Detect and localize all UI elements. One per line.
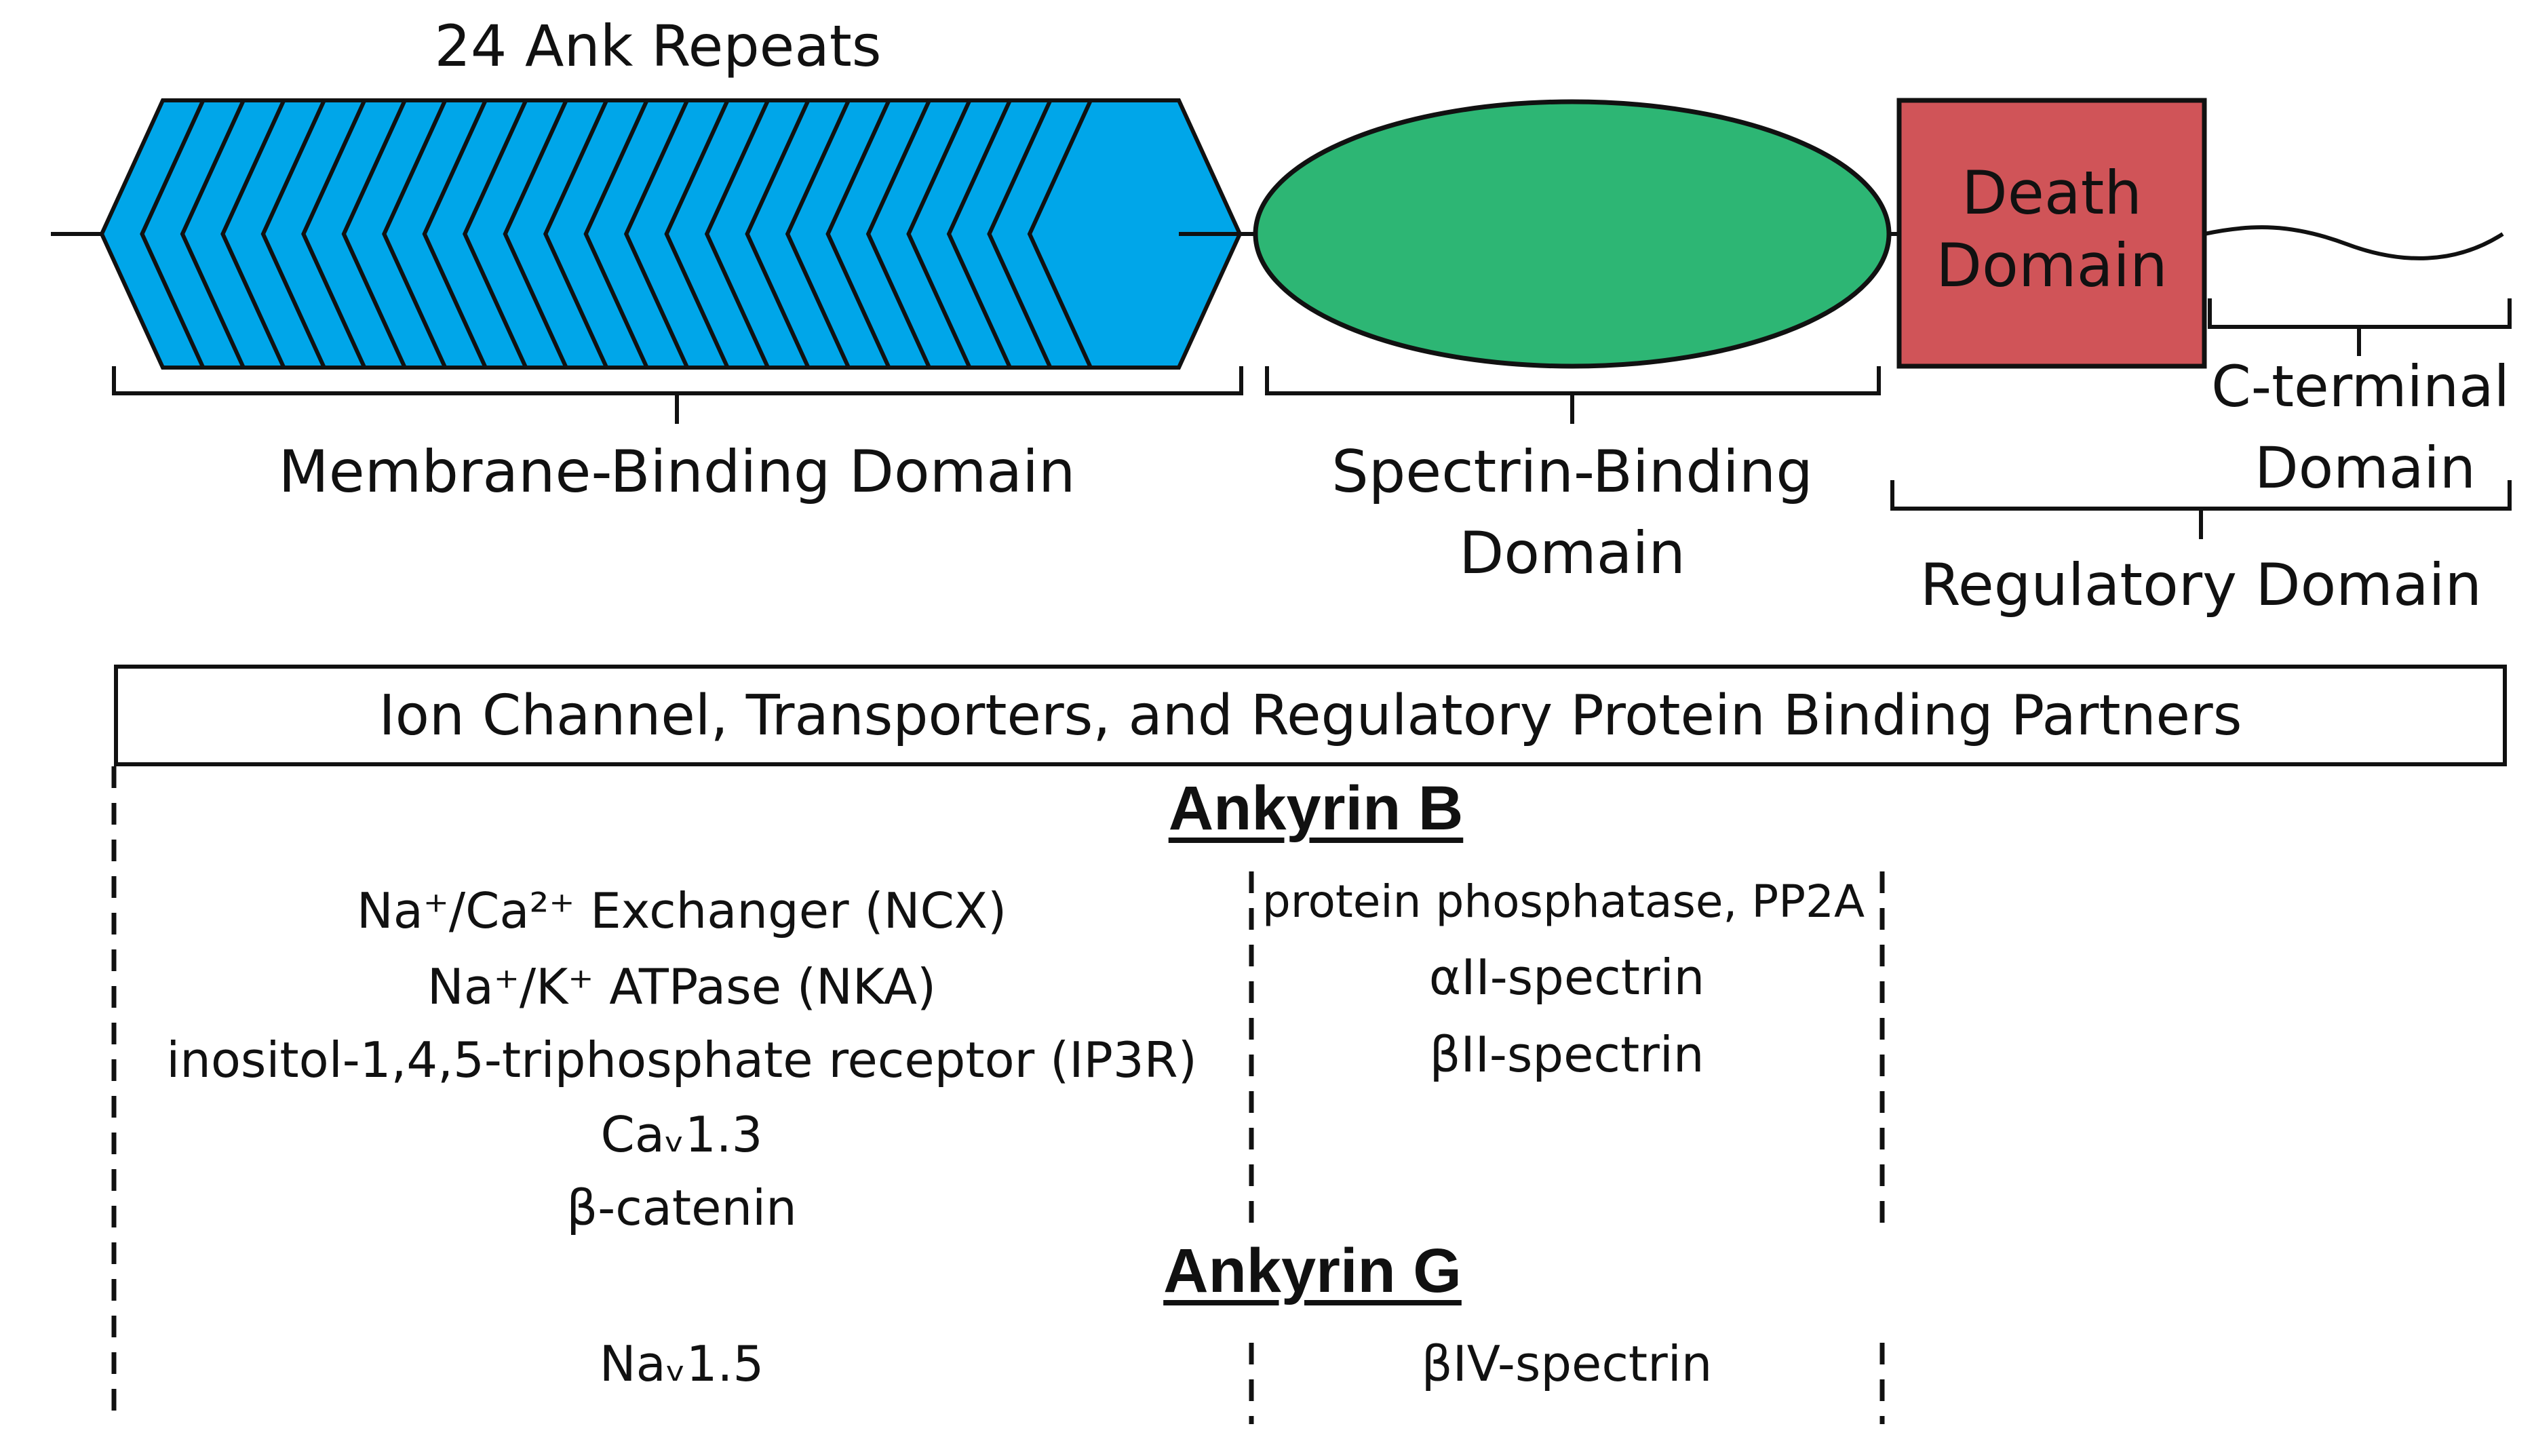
regulatory-bracket (1890, 480, 2512, 539)
ank-repeats-label: 24 Ank Repeats (434, 13, 882, 79)
spectrin-binding-domain-label-line1: Spectrin-Binding (1331, 438, 1813, 506)
ankb-spectrin-partner: βII-spectrin (1429, 1026, 1704, 1083)
ankg-membrane-partner: Naᵥ1.5 (599, 1335, 764, 1392)
death-domain-label: Death Domain (1899, 100, 2204, 358)
c-terminal-domain-label-line2: Domain (2255, 435, 2476, 501)
ankb-membrane-partner: β-catenin (566, 1179, 797, 1236)
spectrin-binding-bracket (1265, 366, 1881, 424)
membrane-binding-domain-label: Membrane-Binding Domain (278, 438, 1076, 506)
ankb-membrane-partner: Na⁺/K⁺ ATPase (NKA) (427, 958, 937, 1015)
c-terminal-tail (2204, 225, 2504, 260)
ankg-spectrin-partner: βIV-spectrin (1421, 1335, 1713, 1392)
ankb-membrane-partner: Caᵥ1.3 (600, 1106, 763, 1163)
spectrin-binding-domain-shape (1253, 99, 1892, 369)
membrane-binding-bracket (112, 366, 1243, 424)
ankb-membrane-partner: inositol-1,4,5-triphosphate receptor (IP… (166, 1031, 1197, 1088)
c-terminal-domain-label-line1: C-terminal (2211, 353, 2510, 420)
ankb-spectrin-partner: αII-spectrin (1428, 949, 1705, 1006)
ankyrin-g-heading: Ankyrin G (1163, 1236, 1462, 1305)
ankyrin-b-heading: Ankyrin B (1168, 774, 1464, 843)
death-domain-shape (1896, 98, 2207, 369)
c-terminal-bracket (2208, 298, 2512, 356)
death-domain-line1: Death (1961, 157, 2143, 228)
ankb-spectrin-partner: protein phosphatase, PP2A (1262, 875, 1865, 928)
spectrin-binding-domain-label-line2: Domain (1459, 519, 1685, 587)
death-domain-line2: Domain (1936, 231, 2168, 300)
binding-partners-box-title: Ion Channel, Transporters, and Regulator… (114, 665, 2507, 766)
ank-repeats-group (99, 98, 1243, 370)
ankb-membrane-partner: Na⁺/Ca²⁺ Exchanger (NCX) (356, 882, 1007, 939)
regulatory-domain-label: Regulatory Domain (1919, 551, 2482, 619)
